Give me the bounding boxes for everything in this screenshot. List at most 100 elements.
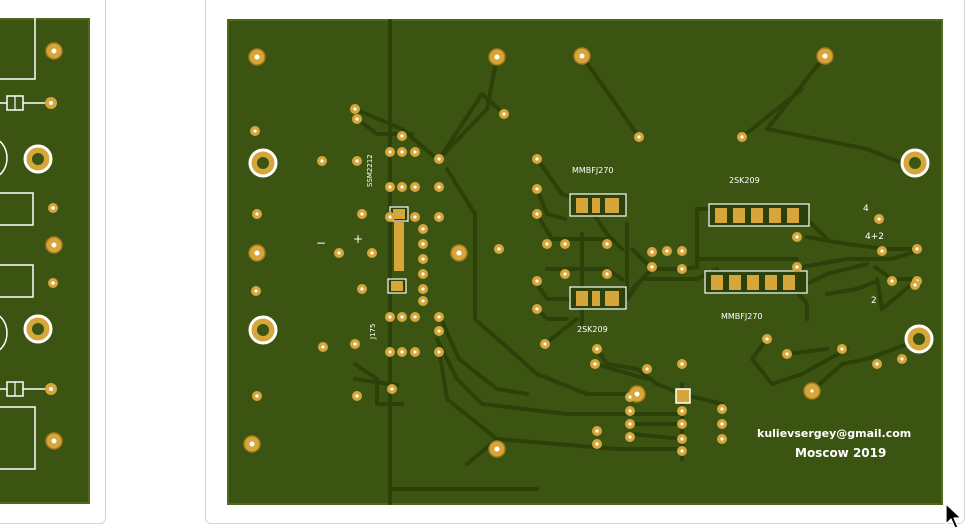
component-outline (0, 406, 36, 470)
silk-chip-label-lower: J175 (369, 324, 377, 340)
pad-hole (890, 279, 894, 283)
pad-hole (680, 409, 684, 413)
mounting-hole-center (913, 333, 925, 345)
pad-hole (413, 150, 417, 154)
pad-hole (595, 347, 599, 351)
silk-part-top-left: MMBFJ270 (572, 166, 614, 175)
smd-components (387, 193, 810, 404)
pad-hole (637, 135, 641, 139)
pad-hole (665, 249, 669, 253)
pad-hole (535, 157, 539, 161)
pad-hole (740, 135, 744, 139)
pad-hole (605, 272, 609, 276)
pad-hole (400, 134, 404, 138)
pad-hole (822, 53, 828, 59)
pcb-thumbnail-right[interactable]: MMBFJ270 2SK209 2SK209 MMBFJ270 kulievse… (227, 19, 943, 505)
pad-hole (810, 389, 814, 393)
pad-group (23, 42, 63, 450)
pad-hole (400, 350, 404, 354)
pad-hole (360, 287, 364, 291)
pcb-board (0, 18, 90, 504)
pad-hole (875, 362, 879, 366)
pad-hole (563, 272, 567, 276)
pad-hole (370, 251, 374, 255)
pad-hole (913, 283, 917, 287)
pad-hole (413, 185, 417, 189)
pad-hole (880, 249, 884, 253)
pad-hole (877, 217, 881, 221)
mounting-hole-center (257, 324, 269, 336)
pad-hole (502, 112, 506, 116)
pad-hole (645, 367, 649, 371)
pad-hole (355, 159, 359, 163)
pad-hole (595, 442, 599, 446)
silk-city-year: Moscow 2019 (795, 446, 886, 460)
pad-hole (915, 247, 919, 251)
pad-hole (355, 394, 359, 398)
pad-hole (388, 315, 392, 319)
pad-hole (795, 265, 799, 269)
pad-hole (421, 227, 425, 231)
pad-hole (628, 422, 632, 426)
pad-hole (535, 187, 539, 191)
pad-hole (545, 242, 549, 246)
silk-part-bottom-left: 2SK209 (577, 325, 608, 334)
pad-hole (634, 391, 640, 397)
pad-hole (388, 350, 392, 354)
pad-hole (413, 350, 417, 354)
silk-pin-4: 4 (863, 204, 869, 214)
pad-hole (535, 307, 539, 311)
mounting-hole-center (909, 157, 921, 169)
pad-hole (437, 329, 441, 333)
pad-hole (680, 449, 684, 453)
pad-hole (456, 250, 462, 256)
pad-hole (535, 212, 539, 216)
pad-hole (494, 54, 500, 60)
pad-hole (388, 185, 392, 189)
thumbnail-card-left[interactable] (0, 0, 106, 524)
silk-minus-sign: − (316, 236, 326, 250)
pad-hole (680, 362, 684, 366)
pad-hole (253, 129, 257, 133)
pad-hole (720, 407, 724, 411)
pad-hole (680, 249, 684, 253)
pad-hole (421, 242, 425, 246)
pcb-thumbnail-left[interactable] (0, 0, 93, 513)
pad-hole (563, 242, 567, 246)
pad-hole (413, 215, 417, 219)
pad-hole (388, 150, 392, 154)
pad-hole (437, 185, 441, 189)
silk-pin-2: 2 (871, 296, 877, 306)
pad-hole (535, 279, 539, 283)
pad-hole (720, 422, 724, 426)
pad-hole (437, 315, 441, 319)
pad-hole (605, 242, 609, 246)
pad-hole (900, 357, 904, 361)
pad-hole (650, 250, 654, 254)
pad-hole (400, 150, 404, 154)
silk-pin-4plus2: 4+2 (865, 232, 884, 242)
capacitor-outline (0, 140, 8, 176)
pad-hole (337, 251, 341, 255)
pad-hole (321, 345, 325, 349)
component-outline (0, 16, 36, 80)
pad-hole (421, 272, 425, 276)
pad-hole (765, 337, 769, 341)
pad-hole (437, 215, 441, 219)
pad-hole (353, 107, 357, 111)
pad-hole (785, 352, 789, 356)
pad-hole (680, 437, 684, 441)
pad-hole (628, 435, 632, 439)
capacitor-outline (0, 315, 8, 351)
pad-hole (388, 215, 392, 219)
silk-chip-label-upper: SSM2212 (366, 154, 374, 187)
pad-hole (593, 362, 597, 366)
pad-hole (680, 422, 684, 426)
silk-part-bottom-right: MMBFJ270 (721, 312, 763, 321)
pad-hole (795, 235, 799, 239)
pad-hole (353, 342, 357, 346)
pad-hole (400, 315, 404, 319)
mounting-hole-center (257, 157, 269, 169)
pad-hole (840, 347, 844, 351)
pad-hole (628, 395, 632, 399)
